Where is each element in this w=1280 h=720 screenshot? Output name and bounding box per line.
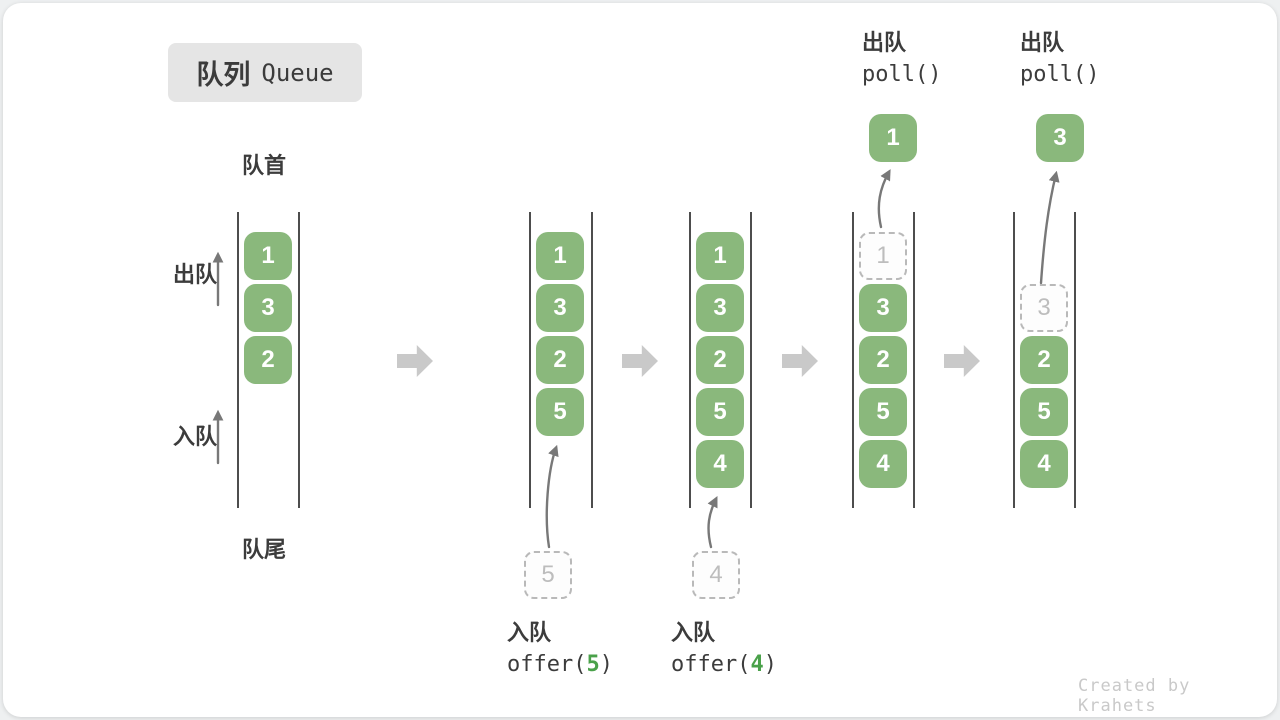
queue-block: 2 xyxy=(244,336,292,384)
queue-block: 2 xyxy=(536,336,584,384)
op-action-text: 出队 xyxy=(1020,30,1065,55)
title-badge: 队列 Queue xyxy=(168,43,362,102)
label-queue-front: 队首 xyxy=(242,153,287,178)
operation-label-poll-1: 出队 poll() xyxy=(862,28,941,92)
title-en: Queue xyxy=(261,58,334,87)
step-arrow-icon xyxy=(944,345,980,377)
queue-rail-line xyxy=(852,212,854,508)
polled-block: 3 xyxy=(1036,114,1084,162)
queue-block: 4 xyxy=(859,440,907,488)
queue-block: 4 xyxy=(696,440,744,488)
queue-block: 2 xyxy=(859,336,907,384)
queue-rail-line xyxy=(750,212,752,508)
offer-4-arrow-icon xyxy=(707,496,718,549)
queue-rail-line xyxy=(913,212,915,508)
queue-block: 5 xyxy=(536,388,584,436)
step-arrow-icon xyxy=(782,345,818,377)
op-action-text: 入队 xyxy=(507,620,552,645)
queue-rail-line xyxy=(529,212,531,508)
queue-rail-line xyxy=(298,212,300,508)
queue-block: 5 xyxy=(859,388,907,436)
polled-block: 1 xyxy=(869,114,917,162)
queue-block: 1 xyxy=(244,232,292,280)
title-zh: 队列 xyxy=(196,60,251,90)
poll-1-arrow-icon xyxy=(877,169,891,229)
queue-rail-line xyxy=(689,212,691,508)
queue-rail-line xyxy=(237,212,239,508)
pending-block: 4 xyxy=(692,551,740,599)
queue-block: 4 xyxy=(1020,440,1068,488)
queue-block: 1 xyxy=(696,232,744,280)
operation-label-poll-3: 出队 poll() xyxy=(1020,28,1099,92)
op-arg: 4 xyxy=(750,652,764,677)
operation-label-offer-4: 入队 offer(4) xyxy=(671,618,777,682)
op-code-text: poll() xyxy=(862,62,942,87)
op-action-text: 入队 xyxy=(671,620,716,645)
queue-block: 3 xyxy=(859,284,907,332)
pending-block: 5 xyxy=(524,551,572,599)
queue-block: 5 xyxy=(696,388,744,436)
queue-rail-line xyxy=(1013,212,1015,508)
watermark: Created by Krahets xyxy=(1078,676,1191,716)
op-code-text: poll() xyxy=(1020,62,1100,87)
op-arg: 5 xyxy=(586,652,600,677)
queue-block: 3 xyxy=(536,284,584,332)
queue-block: 2 xyxy=(1020,336,1068,384)
queue-rail-line xyxy=(1074,212,1076,508)
step-arrow-icon xyxy=(397,345,433,377)
step-arrow-icon xyxy=(622,345,658,377)
label-enqueue: 入队 xyxy=(173,424,218,449)
queue-block: 3 xyxy=(244,284,292,332)
queue-block: 1 xyxy=(536,232,584,280)
offer-5-arrow-icon xyxy=(545,444,559,549)
label-queue-rear: 队尾 xyxy=(242,537,287,562)
operation-label-offer-5: 入队 offer(5) xyxy=(507,618,613,682)
queue-block: 3 xyxy=(696,284,744,332)
queue-rail-line xyxy=(591,212,593,508)
ghost-block: 3 xyxy=(1020,284,1068,332)
ghost-block: 1 xyxy=(859,232,907,280)
op-action-text: 出队 xyxy=(862,30,907,55)
queue-block: 2 xyxy=(696,336,744,384)
poll-3-arrow-icon xyxy=(1039,170,1060,285)
label-dequeue: 出队 xyxy=(173,262,218,287)
op-code-text: offer(4) xyxy=(671,652,777,677)
queue-block: 5 xyxy=(1020,388,1068,436)
op-code-text: offer(5) xyxy=(507,652,613,677)
